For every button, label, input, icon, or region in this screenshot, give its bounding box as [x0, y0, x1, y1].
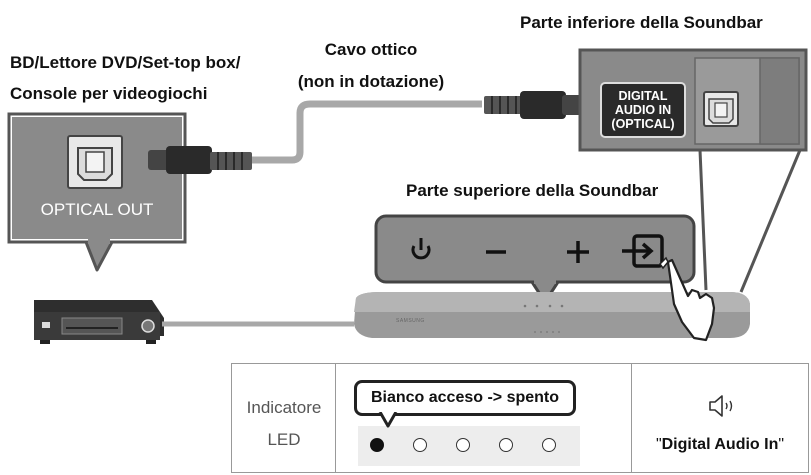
- led-dot-3: [456, 438, 470, 452]
- source-device-label: BD/Lettore DVD/Set-top box/ Console per …: [10, 47, 240, 109]
- soundbar-brand: SAMSUNG: [396, 318, 425, 324]
- soundbar-bottom-label: Parte inferiore della Soundbar: [520, 13, 763, 32]
- soundbar-top-label: Parte superiore della Soundbar: [406, 181, 659, 200]
- power-icon: [411, 238, 431, 260]
- digital-audio-in-label: DIGITAL AUDIO IN (OPTICAL): [600, 82, 686, 138]
- optical-out-port: [67, 135, 123, 189]
- source-label-line1: BD/Lettore DVD/Set-top box/: [10, 53, 241, 72]
- mode-name: "Digital Audio In": [632, 436, 808, 454]
- digital-label-line3: (OPTICAL): [611, 117, 675, 131]
- hand-icon: [659, 256, 716, 342]
- soundbar-top-panel: [374, 214, 696, 304]
- optical-plug-source: [148, 146, 252, 174]
- optical-cable: [250, 100, 482, 164]
- led-table: Indicatore LED Bianco acceso -> spento "…: [231, 363, 809, 473]
- mode-name-text: Digital Audio In: [661, 436, 779, 453]
- speaker-sound-icon: [709, 395, 733, 417]
- volume-up-icon: [567, 241, 589, 263]
- digital-audio-in-port: [703, 91, 739, 127]
- source-device-panel: [7, 112, 187, 272]
- led-label: LED: [267, 430, 301, 449]
- led-dot-2: [413, 438, 427, 452]
- led-dot-5: [542, 438, 556, 452]
- optical-plug-soundbar: [484, 91, 584, 119]
- callout-pointer: [378, 412, 398, 428]
- source-input-icon: [622, 234, 664, 268]
- cable-label: Cavo ottico (non in dotazione): [282, 34, 460, 98]
- cable-label-line1: Cavo ottico: [324, 40, 418, 59]
- led-status-cell: Bianco acceso -> spento: [336, 364, 632, 472]
- led-dot-1: [370, 438, 384, 452]
- led-row: [358, 426, 580, 466]
- led-callout: Bianco acceso -> spento: [354, 380, 576, 416]
- mode-cell: "Digital Audio In": [632, 364, 808, 472]
- mode-quote-open: ": [655, 436, 662, 453]
- mode-quote-close: ": [778, 436, 785, 453]
- soundbar: [354, 292, 750, 338]
- source-device: [34, 300, 164, 344]
- optical-out-label: OPTICAL OUT: [40, 200, 154, 219]
- led-heading-cell: Indicatore LED: [232, 364, 336, 472]
- source-label-line2: Console per videogiochi: [10, 84, 208, 103]
- indicator-label: Indicatore: [246, 398, 322, 417]
- digital-label-line2: AUDIO IN: [614, 103, 672, 117]
- cable-label-line2: (non in dotazione): [297, 72, 445, 91]
- led-dot-4: [499, 438, 513, 452]
- digital-label-line1: DIGITAL: [618, 89, 668, 103]
